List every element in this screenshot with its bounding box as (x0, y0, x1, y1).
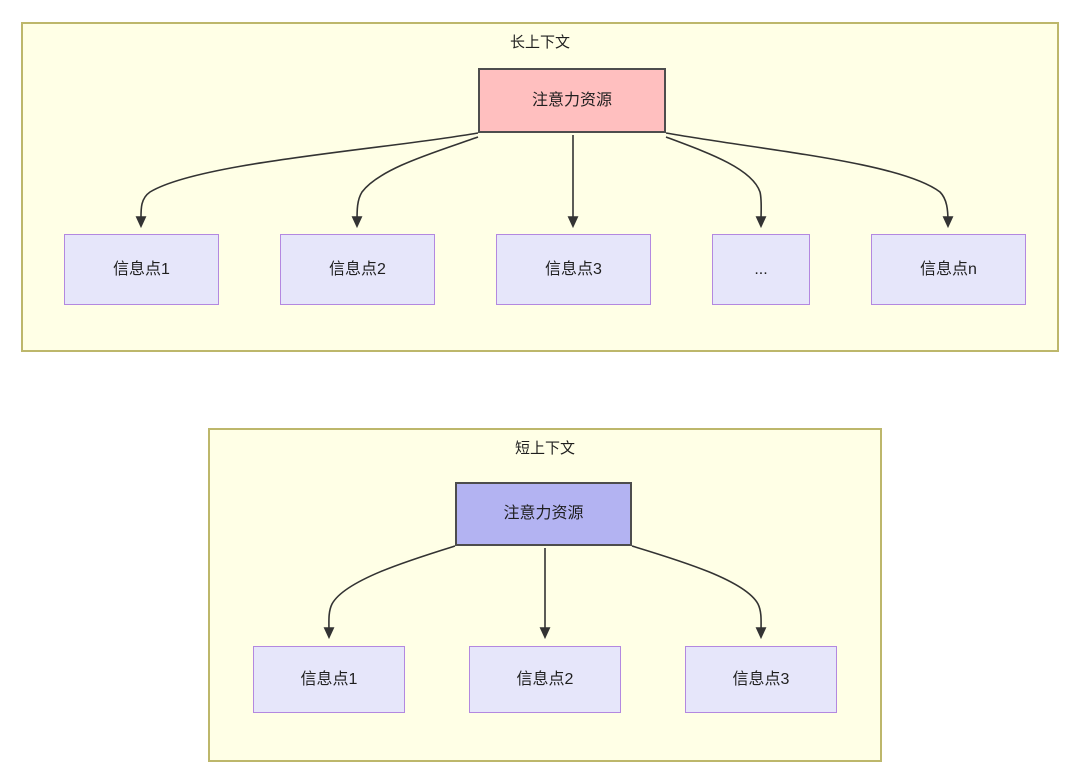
node-label: 注意力资源 (531, 91, 612, 109)
node-info-point-long-ellipsis[interactable]: ... (712, 234, 810, 305)
node-attention-resource-long[interactable]: 注意力资源 (478, 68, 666, 133)
node-label: 信息点3 (545, 260, 602, 278)
node-label: 注意力资源 (503, 505, 584, 523)
node-info-point-short-1[interactable]: 信息点1 (253, 646, 405, 713)
node-label: 信息点1 (113, 260, 170, 278)
node-info-point-short-3[interactable]: 信息点3 (685, 646, 837, 713)
node-info-point-short-2[interactable]: 信息点2 (469, 646, 621, 713)
node-info-point-long-2[interactable]: 信息点2 (280, 234, 435, 305)
node-info-point-long-3[interactable]: 信息点3 (496, 234, 651, 305)
group-long-context-title: 长上下文 (509, 34, 570, 51)
node-label: 信息点n (920, 260, 977, 278)
node-info-point-long-n[interactable]: 信息点n (871, 234, 1026, 305)
node-attention-resource-short[interactable]: 注意力资源 (455, 482, 632, 546)
node-label: 信息点1 (300, 670, 358, 688)
node-label: ... (754, 260, 768, 278)
node-label: 信息点2 (329, 260, 386, 278)
node-label: 信息点3 (732, 670, 790, 688)
node-label: 信息点2 (516, 670, 574, 688)
group-short-context-title: 短上下文 (514, 440, 575, 457)
node-info-point-long-1[interactable]: 信息点1 (64, 234, 219, 305)
